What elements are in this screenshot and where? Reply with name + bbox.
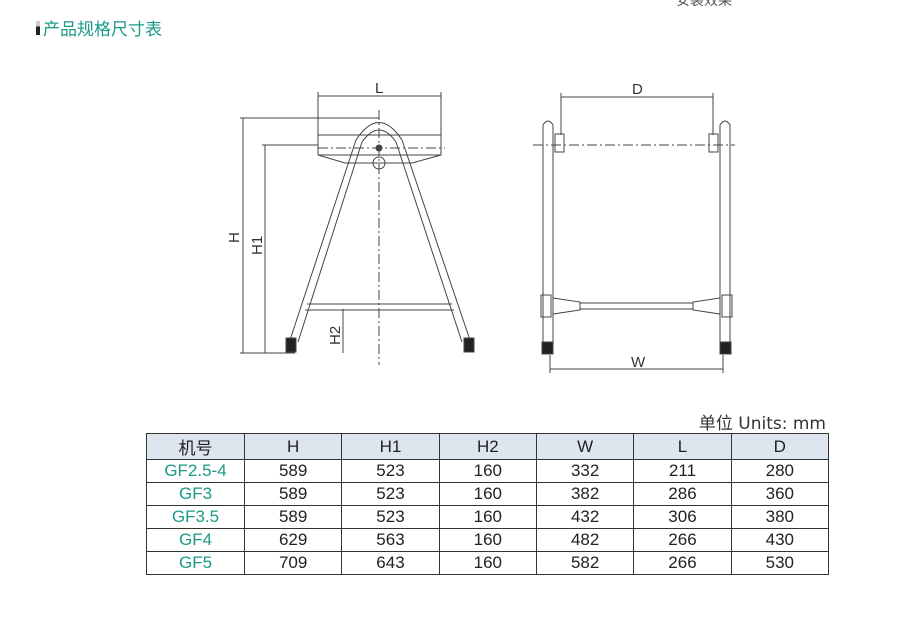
value-cell: 523 <box>341 459 440 483</box>
value-cell: 523 <box>341 482 440 506</box>
header-H: H <box>243 433 343 460</box>
value-cell: 563 <box>341 528 440 552</box>
value-cell: 523 <box>341 505 440 529</box>
value-cell: 629 <box>243 528 343 552</box>
value-cell: 530 <box>730 551 830 575</box>
value-cell: 160 <box>438 528 537 552</box>
value-cell: 582 <box>535 551 635 575</box>
value-cell: 360 <box>730 482 830 506</box>
value-cell: 332 <box>535 459 635 483</box>
section-title: 产品规格尺寸表 <box>36 15 162 40</box>
value-cell: 280 <box>730 459 830 483</box>
model-cell: GF4 <box>146 528 245 552</box>
value-cell: 286 <box>633 482 732 506</box>
dim-label-W: W <box>631 354 646 371</box>
header-H1: H1 <box>341 433 440 460</box>
header-H2: H2 <box>438 433 537 460</box>
front-view-drawing <box>240 92 475 365</box>
value-cell: 306 <box>633 505 732 529</box>
value-cell: 589 <box>243 505 343 529</box>
header-D: D <box>730 433 830 460</box>
side-view-drawing <box>533 93 735 373</box>
dim-label-D: D <box>632 81 643 98</box>
value-cell: 266 <box>633 551 732 575</box>
value-cell: 643 <box>341 551 440 575</box>
value-cell: 589 <box>243 482 343 506</box>
header-L: L <box>633 433 732 460</box>
value-cell: 380 <box>730 505 830 529</box>
header-W: W <box>535 433 635 460</box>
dim-label-H1: H1 <box>249 236 266 255</box>
model-cell: GF2.5-4 <box>146 459 245 483</box>
value-cell: 266 <box>633 528 732 552</box>
model-cell: GF3 <box>146 482 245 506</box>
dimension-drawings: L H H1 H2 D W <box>226 80 735 373</box>
value-cell: 709 <box>243 551 343 575</box>
value-cell: 382 <box>535 482 635 506</box>
value-cell: 160 <box>438 551 537 575</box>
title-marker-icon <box>36 20 40 35</box>
dim-label-L: L <box>375 80 383 97</box>
table-header-row: 机号 H H1 H2 W L D <box>146 433 830 460</box>
cropped-heading: 安装效果 <box>676 0 732 9</box>
value-cell: 430 <box>730 528 830 552</box>
value-cell: 211 <box>633 459 732 483</box>
dim-label-H: H <box>226 232 243 243</box>
value-cell: 160 <box>438 482 537 506</box>
header-model: 机号 <box>146 433 245 460</box>
units-label: 单位 Units: mm <box>698 414 826 434</box>
value-cell: 482 <box>535 528 635 552</box>
value-cell: 432 <box>535 505 635 529</box>
value-cell: 589 <box>243 459 343 483</box>
model-cell: GF3.5 <box>146 505 245 529</box>
title-text: 产品规格尺寸表 <box>43 20 162 40</box>
model-cell: GF5 <box>146 551 245 575</box>
value-cell: 160 <box>438 505 537 529</box>
dim-label-H2: H2 <box>327 326 344 345</box>
value-cell: 160 <box>438 459 537 483</box>
